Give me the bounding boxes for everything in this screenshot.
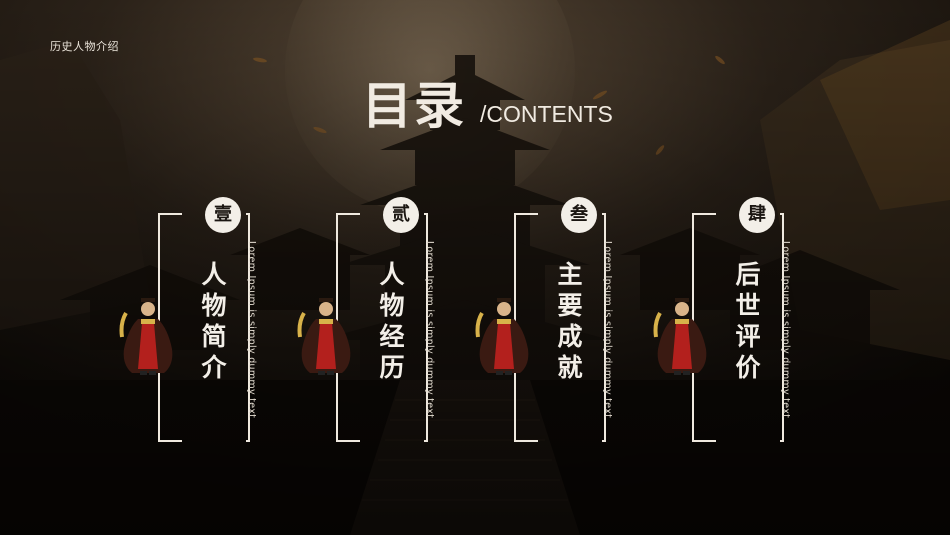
section-heading: 人物简介: [201, 260, 227, 382]
section-number: 贰: [383, 197, 419, 233]
bracket-right: [780, 213, 784, 442]
section-subtext: Lorem Ipsum is simply dummy text: [246, 241, 257, 419]
page-subtitle: /CONTENTS: [480, 101, 613, 127]
section-number: 壹: [205, 197, 241, 233]
section-number: 叁: [561, 197, 597, 233]
emperor-figure-icon: [475, 298, 529, 375]
bracket-right: [602, 213, 606, 442]
section-card-1[interactable]: 壹 人物简介 Lorem Ipsum is simply dummy text: [119, 197, 257, 442]
section-heading: 后世评价: [735, 260, 761, 382]
emperor-figure-icon: [297, 298, 351, 375]
emperor-figure-icon: [653, 298, 707, 375]
section-heading: 主要成就: [557, 260, 583, 382]
emperor-figure-icon: [119, 298, 173, 375]
bracket-right: [424, 213, 428, 442]
header-tag: 历史人物介绍: [50, 40, 119, 53]
section-subtext: Lorem Ipsum is simply dummy text: [780, 241, 791, 419]
bracket-right: [246, 213, 250, 442]
section-subtext: Lorem Ipsum is simply dummy text: [602, 241, 613, 419]
section-number: 肆: [739, 197, 775, 233]
section-card-4[interactable]: 肆 后世评价 Lorem Ipsum is simply dummy text: [653, 197, 791, 442]
section-subtext: Lorem Ipsum is simply dummy text: [424, 241, 435, 419]
section-card-3[interactable]: 叁 主要成就 Lorem Ipsum is simply dummy text: [475, 197, 613, 442]
section-card-2[interactable]: 贰 人物经历 Lorem Ipsum is simply dummy text: [297, 197, 435, 442]
page-title: 目录: [362, 76, 466, 135]
section-heading: 人物经历: [379, 260, 405, 382]
